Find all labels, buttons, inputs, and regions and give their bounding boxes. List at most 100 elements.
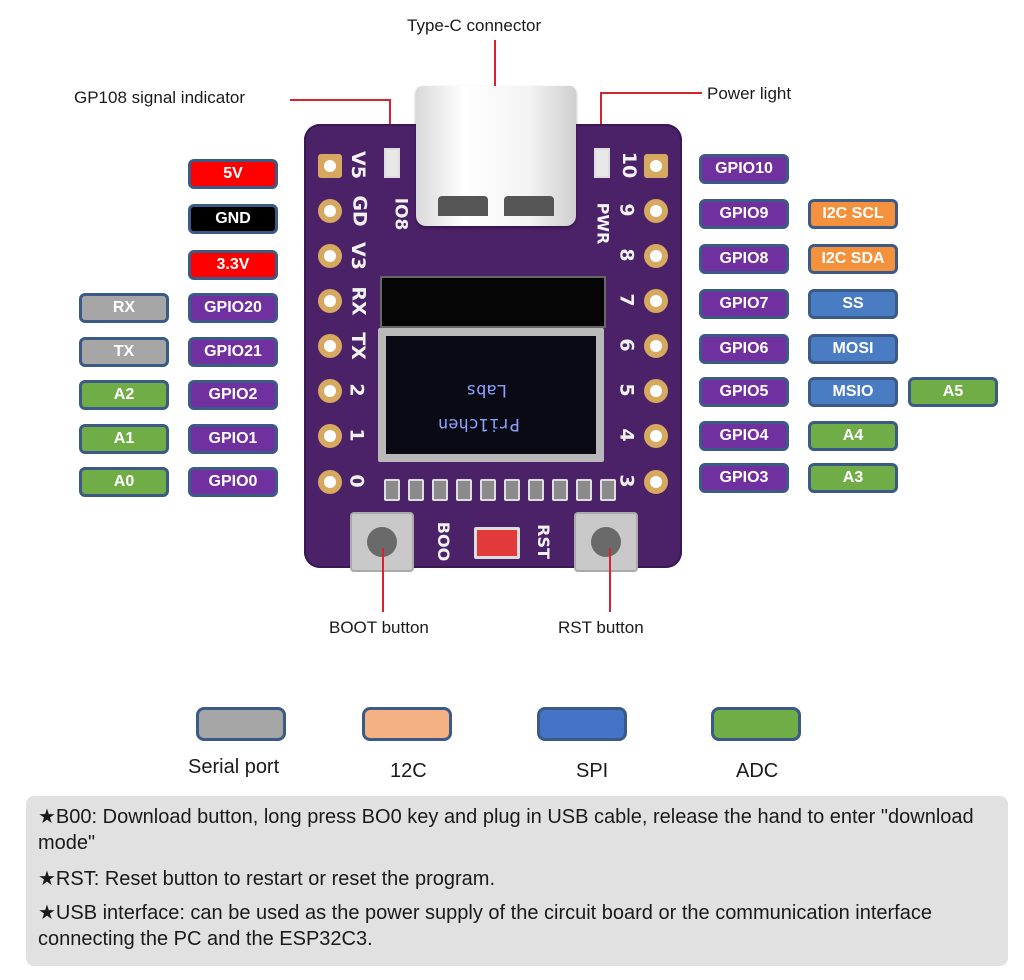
smd-component: [432, 479, 448, 501]
silk-1: 1: [345, 428, 368, 442]
pin-hole-tx: [318, 334, 342, 358]
power-light-label: Power light: [707, 84, 792, 103]
usb-type-c-connector-icon: [416, 86, 576, 226]
legend-swatch-serial: [196, 707, 286, 741]
silk-rx: RX: [347, 286, 370, 316]
silk-0: 0: [345, 474, 368, 488]
pin-label-gpio6: GPIO6: [699, 334, 789, 364]
notes-panel: ★B00: Download button, long press BO0 ke…: [26, 796, 1008, 966]
type-c-connector-label: Type-C connector: [407, 16, 542, 35]
silk-v5: V5: [346, 151, 369, 179]
pin-hole-6: [644, 334, 668, 358]
oled-text-name: Pri1chen: [438, 414, 520, 434]
pin-function-msio: MSIO: [808, 377, 898, 407]
pin-hole-v3: [318, 244, 342, 268]
pin-function-a3: A3: [808, 463, 898, 493]
legend-swatch-adc: [711, 707, 801, 741]
pin-hole-10: [644, 154, 668, 178]
pin-function-i2c-sda: I2C SDA: [808, 244, 898, 274]
silk-4: 4: [615, 428, 638, 442]
pin-label-gpio3: GPIO3: [699, 463, 789, 493]
rst-button-cap-icon: [591, 527, 621, 557]
pin-label-gpio21: GPIO21: [188, 337, 278, 367]
pin-label-gpio8: GPIO8: [699, 244, 789, 274]
smd-component: [576, 479, 592, 501]
pin-hole-0: [318, 470, 342, 494]
pin-label-gpio4: GPIO4: [699, 421, 789, 451]
note-usb: ★USB interface: can be used as the power…: [38, 902, 932, 950]
pin-label-gpio0: GPIO0: [188, 467, 278, 497]
pin-hole-8: [644, 244, 668, 268]
pin-hole-5: [644, 379, 668, 403]
legend-swatch-spi: [537, 707, 627, 741]
gp108-led-icon: [384, 148, 400, 178]
pin-function-a0: A0: [79, 467, 169, 497]
legend-label-serial: Serial port: [188, 756, 280, 778]
pin-function-a4: A4: [808, 421, 898, 451]
smd-component: [504, 479, 520, 501]
legend-swatch-i2c: [362, 707, 452, 741]
gp108-indicator-label: GP108 signal indicator: [74, 88, 246, 107]
smd-component: [528, 479, 544, 501]
pin-hole-7: [644, 289, 668, 313]
oled-screen: Labs Pri1chen: [386, 336, 596, 454]
pin-function-a2: A2: [79, 380, 169, 410]
pin-hole-2: [318, 379, 342, 403]
rst-button-label: RST button: [558, 618, 644, 637]
pin-hole-rx: [318, 289, 342, 313]
smd-component: [600, 479, 616, 501]
note-boot: ★B00: Download button, long press BO0 ke…: [38, 806, 974, 854]
legend-label-i2c: 12C: [390, 760, 427, 782]
pin-function-mosi: MOSI: [808, 334, 898, 364]
pin-label-gpio2: GPIO2: [188, 380, 278, 410]
oled-ribbon-area: [380, 276, 606, 328]
silk-pwr: PWR: [593, 202, 613, 245]
silk-6: 6: [615, 338, 638, 352]
smd-component: [552, 479, 568, 501]
pin-hole-1: [318, 424, 342, 448]
legend-label-adc: ADC: [736, 760, 779, 782]
pin-function-a1: A1: [79, 424, 169, 454]
silk-io8: IO8: [390, 197, 411, 231]
oled-display: Labs Pri1chen: [378, 328, 604, 462]
power-light-callout-line-h: [600, 92, 702, 94]
pin-function-rx: RX: [79, 293, 169, 323]
type-c-callout-line: [494, 40, 496, 104]
usb-slot-right: [504, 196, 554, 216]
pin-hole-9: [644, 199, 668, 223]
silk-10: 10: [618, 151, 641, 179]
pin-label-gpio5: GPIO5: [699, 377, 789, 407]
smd-component: [480, 479, 496, 501]
pin-hole-v5: [318, 154, 342, 178]
pin-label-gnd: GND: [188, 204, 278, 234]
rst-button[interactable]: [574, 512, 638, 572]
silk-2: 2: [345, 383, 368, 397]
legend-label-spi: SPI: [576, 760, 609, 782]
power-led-icon: [594, 148, 610, 178]
oled-text-labs: Labs: [466, 380, 507, 400]
silk-8: 8: [615, 248, 638, 262]
silk-7: 7: [615, 293, 638, 307]
silk-gd: GD: [348, 195, 371, 227]
usb-slot-left: [438, 196, 488, 216]
smd-component: [408, 479, 424, 501]
pin-function-a5: A5: [908, 377, 998, 407]
smd-component: [384, 479, 400, 501]
pin-label-gpio10: GPIO10: [699, 154, 789, 184]
smd-component: [456, 479, 472, 501]
pin-label-gpio20: GPIO20: [188, 293, 278, 323]
red-jumper-icon: [474, 527, 520, 559]
silk-5: 5: [615, 383, 638, 397]
pin-label-5v: 5V: [188, 159, 278, 189]
silk-tx: TX: [346, 332, 369, 360]
boot-button-label: BOOT button: [329, 618, 429, 637]
pin-label-gpio7: GPIO7: [699, 289, 789, 319]
note-rst: ★RST: Reset button to restart or reset t…: [38, 868, 496, 890]
pin-hole-4: [644, 424, 668, 448]
silk-3: 3: [615, 474, 638, 488]
gp108-callout-line-h: [290, 99, 390, 101]
silk-boo: BOO: [434, 521, 454, 562]
pin-function-ss: SS: [808, 289, 898, 319]
pin-label-gpio1: GPIO1: [188, 424, 278, 454]
pin-hole-gd: [318, 199, 342, 223]
